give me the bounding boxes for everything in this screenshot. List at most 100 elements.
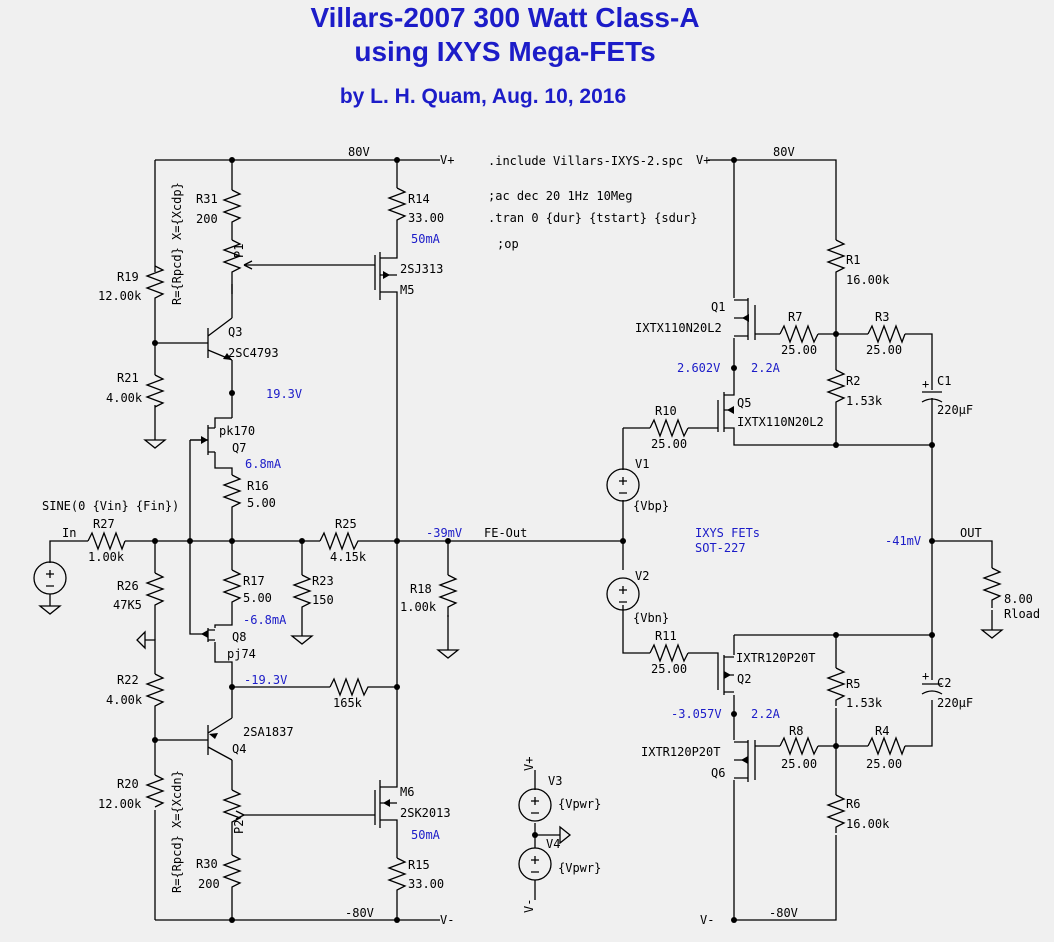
r26-value: 47K5: [113, 598, 142, 612]
ann-fe-v: -39mV: [426, 526, 462, 540]
v3-label: V3: [548, 774, 562, 788]
r8-symbol: [779, 736, 819, 756]
directive-include: .include Villars-IXYS-2.spc: [488, 154, 683, 168]
ann-q1-v: 2.602V: [677, 361, 720, 375]
ann-q8-i: -6.8mA: [243, 613, 287, 627]
note-ixys: IXYS FETs: [695, 526, 760, 540]
r27-symbol: [87, 531, 126, 551]
p2-label: P2: [232, 820, 246, 834]
rfb-symbol: [329, 677, 370, 697]
r14-symbol: [387, 187, 407, 226]
r2-symbol: [826, 369, 846, 408]
ann-q3-v: 19.3V: [266, 387, 302, 401]
net-m80v-right: -80V: [769, 906, 798, 920]
byline: by L. H. Quam, Aug. 10, 2016: [340, 85, 626, 108]
r15-symbol: [387, 857, 407, 896]
r21-value: 4.00k: [106, 391, 143, 405]
ann-out-v: -41mV: [885, 534, 921, 548]
m6-type: 2SK2013: [400, 806, 451, 820]
directive-tran: .tran 0 {dur} {tstart} {sdur}: [488, 211, 698, 225]
r30-value: 200: [198, 877, 220, 891]
r5-label: R5: [846, 677, 860, 691]
rload-symbol: [982, 567, 1002, 608]
r30-label: R30: [196, 857, 218, 871]
r25-label: R25: [335, 517, 357, 531]
rload-value: 8.00: [1004, 592, 1033, 606]
r31-value: 200: [196, 212, 218, 226]
r16-label: R16: [247, 479, 269, 493]
r30-symbol: [222, 854, 242, 893]
q6-symbol: [734, 740, 760, 782]
r19-label: R19: [117, 270, 139, 284]
ground-vin: [38, 605, 62, 615]
m5-symbol: [370, 250, 398, 300]
flag-vminus-v4: V-: [522, 899, 536, 913]
q8-type: pj74: [227, 647, 256, 661]
r15-value: 33.00: [408, 877, 444, 891]
r6-symbol: [826, 794, 846, 833]
junction-dots: [152, 157, 935, 923]
sine-source-label: SINE(0 {Vin} {Fin}): [42, 499, 179, 513]
flag-vplus-v3: V+: [522, 757, 536, 771]
r2-label: R2: [846, 374, 860, 388]
m5-label: M5: [400, 283, 414, 297]
p1-wiper: [243, 260, 253, 270]
r3-label: R3: [875, 310, 889, 324]
net-out: OUT: [960, 526, 982, 540]
r23-label: R23: [312, 574, 334, 588]
component-labels: SINE(0 {Vin} {Fin}) R31 200 P1 R19 12.00…: [42, 182, 1040, 893]
r27-label: R27: [93, 517, 115, 531]
directive-op: ;op: [497, 237, 519, 251]
q4-symbol: [200, 717, 233, 761]
net-in: In: [62, 526, 76, 540]
r4-value: 25.00: [866, 757, 902, 771]
r11-value: 25.00: [651, 662, 687, 676]
svg-text:+: +: [922, 377, 929, 391]
c2-label: C2: [937, 676, 951, 690]
v2-value: {Vbn}: [633, 611, 669, 625]
r22-label: R22: [117, 673, 139, 687]
r23-symbol: [292, 574, 312, 611]
ann-q2-i: 2.2A: [751, 707, 781, 721]
q5-symbol: [712, 390, 735, 432]
r15-label: R15: [408, 858, 430, 872]
c2-value: 220µF: [937, 696, 973, 710]
ann-q1-i: 2.2A: [751, 361, 781, 375]
annotations: 19.3V 6.8mA -6.8mA -19.3V 50mA 50mA -39m…: [243, 232, 921, 842]
r20-label: R20: [117, 777, 139, 791]
transistors: [190, 250, 760, 828]
v4-label: V4: [546, 837, 560, 851]
v4-value: {Vpwr}: [558, 861, 601, 875]
ground-r26: [136, 630, 146, 650]
flags: 80V V+ -80V V- 80V V+ -80V V- FE-Out OUT…: [62, 145, 982, 927]
q5-label: Q5: [737, 396, 751, 410]
r10-value: 25.00: [651, 437, 687, 451]
r3-symbol: [867, 324, 906, 344]
q2-label: Q2: [737, 672, 751, 686]
rp-bot-label: R={Rpcd} X={Xcdn}: [170, 770, 184, 893]
flag-vminus-left: V-: [440, 913, 454, 927]
q7-symbol: [190, 425, 216, 455]
p2-symbol: [222, 789, 242, 835]
capacitors: + +: [921, 377, 943, 695]
q5-type: IXTX110N20L2: [737, 415, 824, 429]
r21-symbol: [145, 374, 165, 408]
r5-value: 1.53k: [846, 696, 883, 710]
r1-label: R1: [846, 253, 860, 267]
m5-type: 2SJ313: [400, 262, 443, 276]
r8-label: R8: [789, 724, 803, 738]
rp-top-label: R={Rpcd} X={Xcdp}: [170, 182, 184, 305]
ground-r21: [143, 439, 167, 449]
r25-value: 4.15k: [330, 550, 367, 564]
q3-label: Q3: [228, 325, 242, 339]
r25-symbol: [319, 531, 370, 551]
q7-type: pk170: [219, 424, 255, 438]
r7-value: 25.00: [781, 343, 817, 357]
q3-type: 2SC4793: [228, 346, 279, 360]
r22-value: 4.00k: [106, 693, 143, 707]
q6-label: Q6: [711, 766, 725, 780]
r7-label: R7: [788, 310, 802, 324]
m6-symbol: [370, 780, 398, 828]
v1-label: V1: [635, 457, 649, 471]
flag-vplus-right: V+: [696, 153, 710, 167]
